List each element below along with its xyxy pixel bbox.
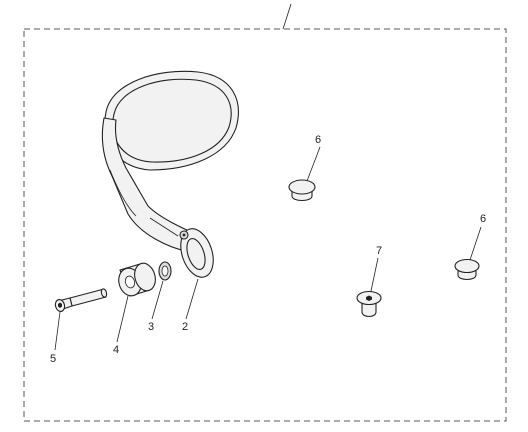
spacer-bore [124,275,136,289]
callout-5: 5 [50,353,56,365]
plug-right-cap [454,258,480,274]
clamp-screw-socket [182,233,186,237]
spacer-far-face [134,262,156,292]
callout-7: 7 [376,245,382,257]
screw-shank [69,288,107,307]
end-plug-upper [288,179,316,202]
kit-reference-line [282,3,292,30]
leader-6a [306,146,321,182]
arm-edge-line [109,169,137,217]
clamp-bore [186,238,206,270]
button-head-screw [356,290,382,318]
leader-2 [185,278,199,320]
mirror-glass [112,78,232,163]
callout-3: 3 [148,321,154,333]
arm-slot [149,217,179,237]
leader-5 [54,311,61,351]
leader-3 [151,280,164,320]
mirror-assembly [101,70,239,278]
spacer [118,262,156,297]
plug-upper-cap [288,179,316,195]
screw7-hex-socket [366,295,372,301]
cap-screw [54,288,108,312]
leader-6b [469,226,482,261]
callout-4: 4 [113,344,119,356]
leader-7 [370,257,379,292]
end-plug-right [454,258,480,281]
leader-4 [116,295,129,343]
callout-6-right: 6 [480,213,486,225]
screw-hex-socket [58,302,62,308]
screw-tip [100,288,108,298]
kit-boundary-frame [23,28,507,422]
callout-6-upper: 6 [315,134,321,146]
callout-2: 2 [182,321,188,333]
washer-hole [161,265,169,277]
lock-washer [158,261,172,281]
